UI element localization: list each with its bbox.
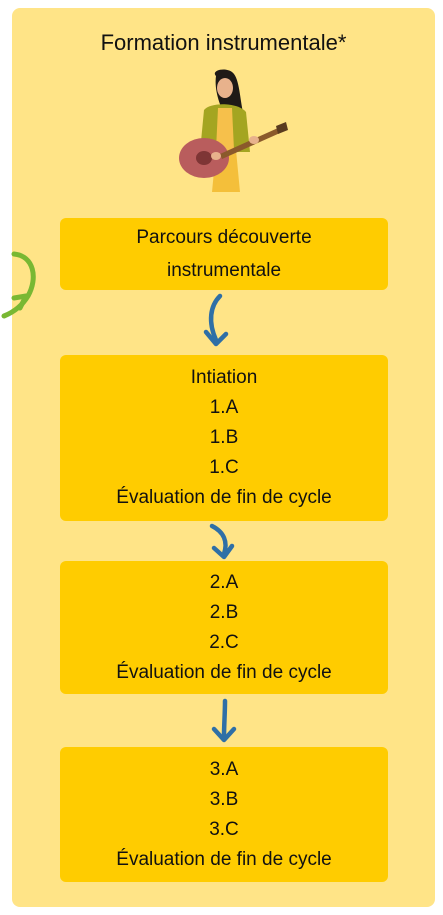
box-line: Évaluation de fin de cycle bbox=[116, 661, 332, 683]
curved-arrow-down-icon bbox=[209, 523, 235, 560]
diagram-title: Formation instrumentale* bbox=[100, 30, 347, 55]
loop-arrow-icon bbox=[1, 251, 36, 319]
curved-arrow-down-icon bbox=[203, 293, 229, 347]
step-box-cycle-2: 2.A 2.B 2.C Évaluation de fin de cycle bbox=[60, 561, 388, 694]
box-line: 3.B bbox=[209, 788, 239, 810]
box-line: 1.B bbox=[209, 427, 239, 448]
step-box-cycle-3: 3.A 3.B 3.C Évaluation de fin de cycle bbox=[60, 747, 388, 882]
box-line: 3.C bbox=[209, 818, 239, 840]
box-line: Intiation bbox=[190, 367, 258, 388]
step-box-initiation: Intiation 1.A 1.B 1.C Évaluation de fin … bbox=[60, 355, 388, 521]
box-line: 3.A bbox=[209, 758, 239, 780]
box-line: Parcours découverte bbox=[136, 227, 312, 248]
step-box-discovery: Parcours découverte instrumentale bbox=[60, 218, 388, 290]
box-line: 2.C bbox=[209, 631, 239, 653]
guitarist-illustration-icon bbox=[179, 69, 288, 192]
arrow-down-icon bbox=[211, 698, 237, 743]
box-line: Évaluation de fin de cycle bbox=[116, 848, 332, 870]
box-line: 2.B bbox=[209, 601, 239, 623]
box-line: 2.A bbox=[209, 571, 239, 593]
box-line: 1.C bbox=[209, 457, 239, 478]
box-line: instrumentale bbox=[166, 260, 282, 281]
box-line: Évaluation de fin de cycle bbox=[116, 487, 332, 508]
box-line: 1.A bbox=[209, 397, 239, 418]
